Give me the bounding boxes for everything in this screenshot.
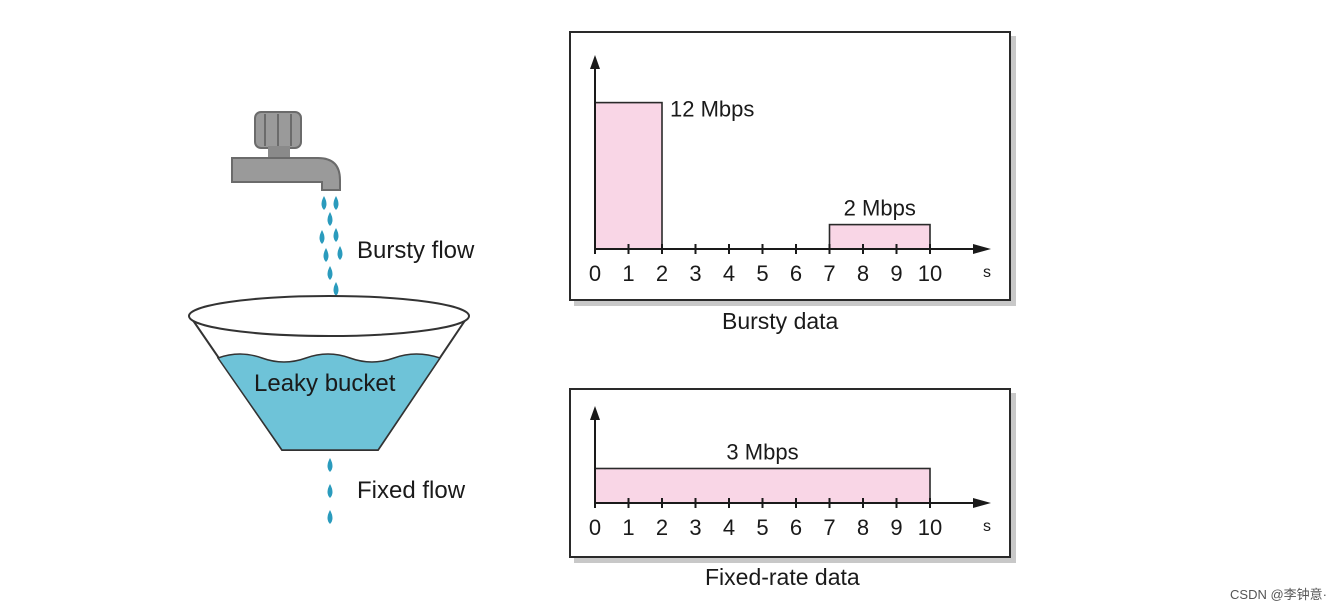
fixed-rate-data-caption: Fixed-rate data (705, 564, 860, 590)
x-tick-label: 10 (918, 515, 942, 540)
x-tick-label: 5 (756, 515, 768, 540)
x-tick-label: 5 (756, 261, 768, 286)
credit-text: CSDN @李钟意· (1230, 587, 1327, 602)
fixed-drops (327, 458, 333, 524)
x-tick-label: 4 (723, 515, 735, 540)
x-tick-label: 7 (823, 515, 835, 540)
x-axis-arrow (973, 498, 991, 508)
y-axis-arrow (590, 406, 600, 420)
x-tick-label: 10 (918, 261, 942, 286)
bar-label-1: 2 Mbps (844, 196, 916, 221)
x-axis-arrow (973, 244, 991, 254)
y-axis-arrow (590, 55, 600, 69)
x-tick-label: 6 (790, 515, 802, 540)
x-unit-label: s (983, 518, 991, 535)
bar-segment-0 (594, 467, 931, 504)
x-tick-label: 8 (857, 261, 869, 286)
x-unit-label: s (983, 264, 991, 281)
x-tick-label: 9 (890, 261, 902, 286)
x-tick-label: 0 (589, 261, 601, 286)
bucket-icon (188, 295, 470, 451)
bar-label-0: 3 Mbps (726, 440, 798, 465)
leaky-bucket-illustration (188, 111, 470, 524)
x-tick-label: 3 (689, 515, 701, 540)
bar-label-0: 12 Mbps (670, 97, 754, 122)
bar-segment-0 (594, 101, 663, 250)
bar-segment-1 (828, 223, 931, 250)
bursty-flow-label: Bursty flow (357, 237, 475, 264)
x-tick-label: 0 (589, 515, 601, 540)
faucet-icon (231, 111, 341, 191)
x-tick-label: 2 (656, 261, 668, 286)
x-tick-label: 3 (689, 261, 701, 286)
bursty-data-caption: Bursty data (722, 308, 839, 334)
leaky-bucket-label: Leaky bucket (254, 370, 396, 397)
x-tick-label: 6 (790, 261, 802, 286)
fixed-flow-label: Fixed flow (357, 477, 466, 504)
x-tick-label: 2 (656, 515, 668, 540)
x-tick-label: 4 (723, 261, 735, 286)
x-tick-label: 8 (857, 515, 869, 540)
bursty-drops (319, 196, 343, 311)
x-tick-label: 1 (622, 515, 634, 540)
x-tick-label: 7 (823, 261, 835, 286)
x-tick-label: 1 (622, 261, 634, 286)
x-tick-label: 9 (890, 515, 902, 540)
